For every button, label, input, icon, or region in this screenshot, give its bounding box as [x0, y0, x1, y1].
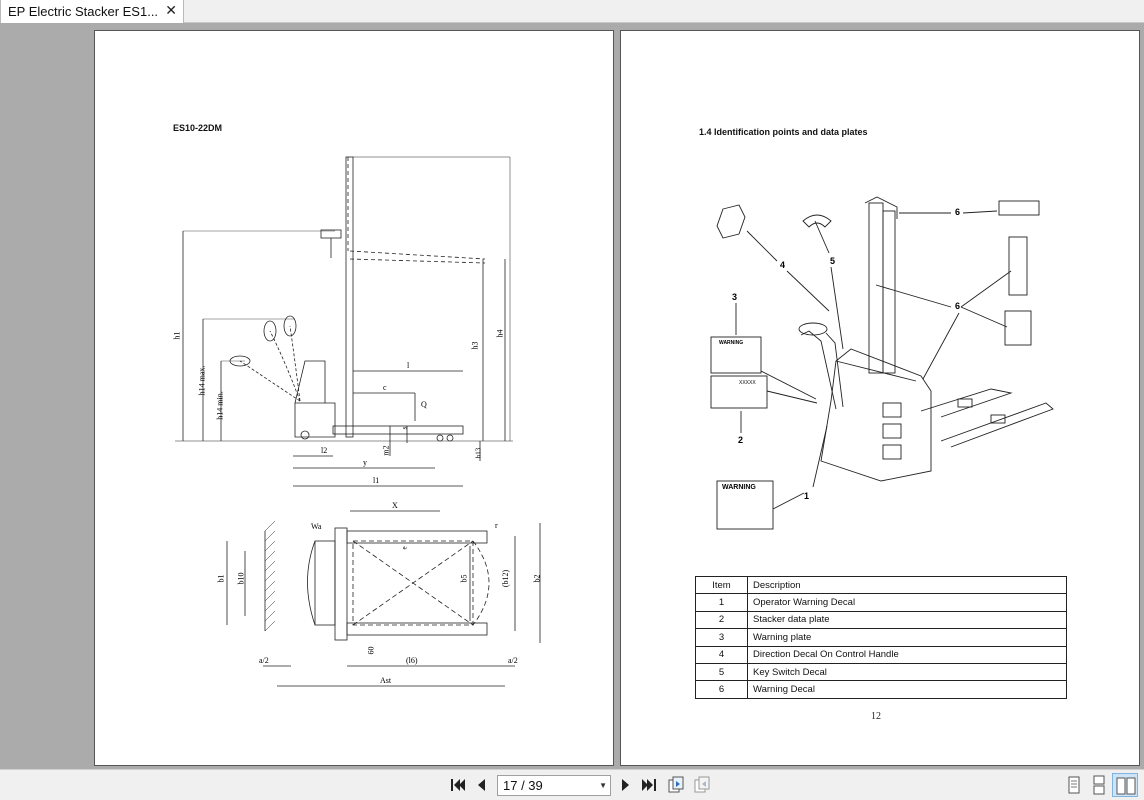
dim-h3: h3 [470, 341, 480, 350]
dim-l2: l2 [321, 446, 328, 455]
two-page-icon [1116, 777, 1136, 795]
document-viewer[interactable]: ES10-22DM [0, 23, 1144, 769]
dim-s: s [400, 426, 409, 430]
last-page-icon[interactable] [640, 776, 658, 794]
dim-h4: h4 [495, 329, 505, 338]
table-cell-item: 2 [695, 610, 748, 630]
table-cell-description: Warning Decal [747, 680, 1067, 699]
prev-page-icon[interactable] [473, 776, 491, 794]
dim-b2: b2 [532, 574, 542, 583]
dim-b10: b10 [236, 572, 246, 585]
model-title: ES10-22DM [173, 123, 223, 133]
page-right: 1.4 Identification points and data plate… [620, 30, 1140, 766]
navigation-bar: 17 / 39 ▼ [0, 769, 1144, 800]
dim-h14-min: h14 min. [215, 391, 225, 420]
dim-y: y [363, 458, 367, 467]
dimension-drawing [175, 156, 541, 687]
chevron-down-icon[interactable]: ▼ [599, 781, 607, 790]
dim-wa: Wa [311, 522, 322, 531]
document-tab[interactable]: EP Electric Stacker ES1... ✕ [0, 0, 184, 23]
stacker-illustration [710, 196, 1054, 530]
forward-icon[interactable] [692, 775, 712, 795]
dim-60: 60 [366, 646, 376, 655]
dim-a2-left: a/2 [259, 656, 269, 665]
callout-6-mid: 6 [955, 301, 961, 311]
table-row: 6 Warning Decal [695, 680, 1067, 699]
dim-h13: h13 [474, 447, 483, 459]
page-indicator: 17 / 39 [503, 778, 543, 793]
warning-plate-text: WARNING [719, 340, 744, 346]
table-row: 1 Operator Warning Decal [695, 593, 1067, 612]
dim-b5: b5 [459, 574, 469, 583]
page-number: 12 [871, 711, 881, 722]
table-header-description: Description [747, 575, 1067, 595]
first-page-icon[interactable] [449, 776, 467, 794]
table-row: 2 Stacker data plate [695, 610, 1067, 630]
table-row: 4 Direction Decal On Control Handle [695, 645, 1067, 664]
warning-decal-text: WARNING [722, 484, 756, 491]
table-cell-item: 5 [695, 662, 748, 682]
dim-x: X [392, 501, 398, 510]
back-icon[interactable] [666, 775, 686, 795]
tab-bar: EP Electric Stacker ES1... ✕ [0, 0, 1144, 23]
table-cell-item: 1 [695, 593, 748, 612]
table-cell-item: 4 [695, 645, 748, 664]
callout-6-top: 6 [955, 207, 961, 217]
dim-b1: b1 [216, 574, 226, 583]
callout-2: 2 [738, 435, 744, 445]
two-page-button[interactable] [1112, 773, 1138, 797]
table-cell-description: Operator Warning Decal [747, 593, 1067, 612]
dim-l6: (l6) [406, 656, 418, 665]
dim-q: Q [421, 400, 427, 409]
callout-1: 1 [804, 491, 810, 501]
dim-a2-right: a/2 [508, 656, 518, 665]
callout-4: 4 [780, 260, 786, 270]
table-cell-item: 6 [695, 680, 748, 699]
dim-b12: (b12) [501, 569, 511, 588]
table-cell-description: Stacker data plate [747, 610, 1067, 630]
single-page-icon[interactable] [1064, 775, 1084, 795]
callout-5: 5 [830, 256, 836, 266]
dim-l1: l1 [373, 476, 380, 485]
table-header-row: Item Description [695, 575, 1067, 595]
tab-title: EP Electric Stacker ES1... [8, 4, 159, 19]
table-cell-description: Key Switch Decal [747, 662, 1067, 682]
dim-e: e [400, 546, 409, 550]
section-heading: 1.4 Identification points and data plate… [699, 127, 868, 137]
page-left: ES10-22DM [94, 30, 614, 766]
page-selector[interactable]: 17 / 39 ▼ [497, 775, 611, 796]
callout-3: 3 [732, 292, 738, 302]
continuous-icon[interactable] [1089, 775, 1109, 795]
decal-table: Item Description 1 Operator Warning Deca… [695, 575, 1067, 699]
dim-m2: m2 [381, 445, 391, 456]
table-cell-description: Direction Decal On Control Handle [747, 645, 1067, 664]
table-cell-description: Warning plate [747, 628, 1067, 647]
dim-ast: Ast [380, 676, 392, 685]
close-icon[interactable]: ✕ [165, 2, 177, 18]
dim-l: l [407, 361, 410, 370]
table-row: 5 Key Switch Decal [695, 662, 1067, 682]
table-cell-item: 3 [695, 628, 748, 647]
table-row: 3 Warning plate [695, 628, 1067, 647]
table-header-item: Item [695, 575, 748, 595]
dim-h14-max: h14 max. [197, 365, 207, 396]
dim-h1: h1 [172, 331, 182, 340]
dim-c: c [383, 383, 387, 392]
dim-r: r [495, 521, 498, 530]
data-plate-text: XXXXX [739, 380, 756, 386]
next-page-icon[interactable] [616, 776, 634, 794]
